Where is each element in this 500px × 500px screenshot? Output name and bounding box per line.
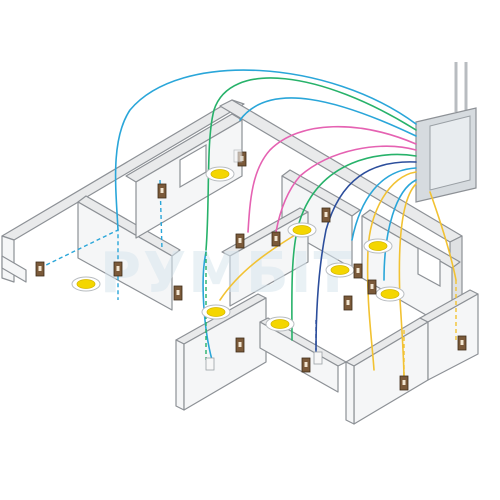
wire-navy-1 — [315, 161, 417, 351]
ceiling-lamp-icon — [375, 286, 405, 302]
ceiling-lamp-icon — [205, 166, 235, 182]
ceiling-lamp-icon — [325, 262, 355, 278]
centre-wall-face — [229, 211, 309, 307]
watermark-text: РУМБІТ — [100, 241, 354, 306]
wall-socket-icon — [353, 263, 363, 279]
wire-pink-2 — [275, 145, 417, 233]
rear-window — [417, 246, 441, 288]
wire-green-1 — [205, 77, 417, 251]
ceiling-lamp-icon — [287, 222, 317, 238]
front-left-long-face — [183, 297, 267, 411]
wall-socket-icon — [457, 335, 467, 351]
far-right-wall-face — [427, 293, 479, 381]
left-end-notch — [1, 255, 27, 283]
wire-blue-4 — [383, 179, 417, 281]
wall-socket-icon — [271, 231, 281, 247]
wall-socket-icon — [173, 285, 183, 301]
wire-blue-dashed-2 — [159, 179, 163, 251]
wire-pink-1 — [247, 125, 417, 233]
distribution-panel-icon[interactable] — [415, 62, 477, 203]
wire-yellow-2 — [429, 191, 457, 281]
wall-socket-icon — [343, 295, 353, 311]
wall-socket-icon — [321, 207, 331, 223]
left-room-wall-face — [77, 201, 173, 311]
wire-blue-1 — [114, 69, 417, 231]
ceiling-lamp-icon — [201, 304, 231, 320]
ceiling-lamp-icon — [71, 276, 101, 292]
wall-socket-icon — [35, 261, 45, 277]
front-left-wall-face — [175, 339, 185, 411]
wall-socket-icon — [367, 279, 377, 295]
lamps — [71, 166, 405, 332]
front-mid-wall-face — [259, 321, 339, 393]
wall-socket-icon — [235, 337, 245, 353]
sockets — [35, 149, 467, 391]
walls — [1, 99, 479, 425]
ceiling-lamp-icon — [363, 238, 393, 254]
wall-socket-icon — [313, 351, 323, 365]
wall-socket-icon — [113, 261, 123, 277]
panel-door — [429, 115, 471, 191]
wall-socket-icon — [205, 357, 215, 371]
wire-yellow-4 — [219, 231, 301, 301]
wall-socket-icon — [233, 149, 243, 163]
wall-socket-icon — [399, 375, 409, 391]
wall-socket-icon — [301, 357, 311, 373]
wire-blue-2 — [239, 97, 417, 137]
wire-blue-3 — [351, 167, 417, 241]
wall-socket-icon — [235, 233, 245, 249]
wire-blue-5 — [202, 251, 213, 361]
ceiling-lamp-icon — [265, 316, 295, 332]
wire-green-2 — [291, 153, 417, 341]
wire-blue-dashed-1 — [39, 228, 119, 300]
front-right-end-face — [345, 361, 355, 425]
wall-socket-icon — [157, 183, 167, 199]
